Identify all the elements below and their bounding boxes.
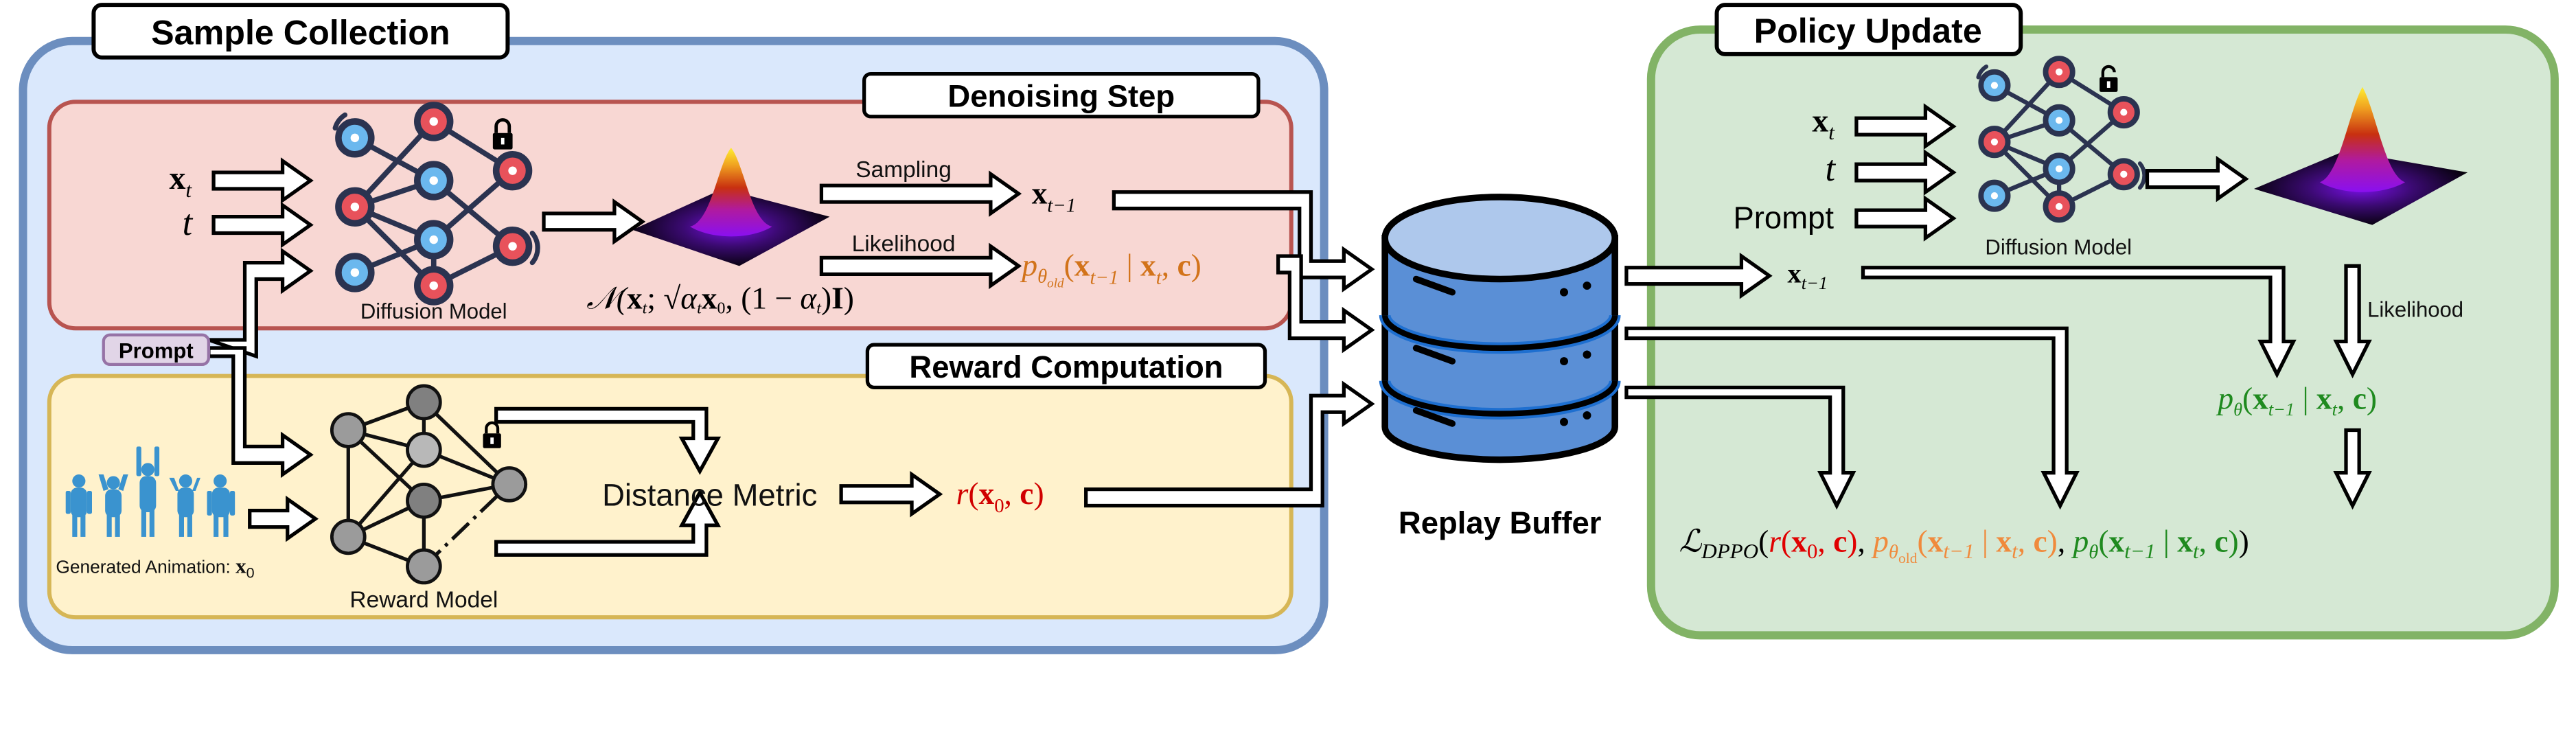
- policy-input-t: t: [1825, 149, 1836, 189]
- unlock-icon: [2100, 65, 2118, 92]
- arrow-buffer-reward-to-loss: [1624, 385, 1856, 510]
- arrow-model-to-gaussian: [542, 198, 646, 245]
- replay-buffer-label: Replay Buffer: [1399, 505, 1602, 540]
- generated-animation-label: Generated Animation: x0: [56, 554, 254, 582]
- network-node-center: [508, 166, 517, 175]
- reward-model-label: Reward Model: [349, 588, 498, 613]
- network-node-center: [1990, 138, 1999, 146]
- network-node-center: [2056, 117, 2063, 124]
- sample-collection-title-box: Sample Collection: [91, 3, 510, 60]
- replay-buffer-database-icon: [1379, 194, 1621, 463]
- network-node-center: [2056, 68, 2063, 76]
- sample-collection-panel: Sample Collection Denoising Step Reward …: [19, 3, 1329, 654]
- policy-update-title: Policy Update: [1754, 12, 1982, 50]
- arrow-sample-to-new-likelihood: [1861, 266, 2297, 379]
- generated-animation-figures: [65, 446, 235, 537]
- policy-diffusion-model-label: Diffusion Model: [1985, 235, 2132, 260]
- prompt-badge: Prompt: [102, 333, 211, 367]
- arrow-old-likelihood-to-buffer: [1276, 254, 1375, 354]
- diffusion-model-network-icon: [332, 102, 540, 306]
- network-node-center: [2120, 170, 2128, 178]
- sample-output-xt-1: xt−1: [1032, 176, 1076, 217]
- policy-input-xt: xt: [1812, 102, 1835, 144]
- network-node-center: [429, 117, 438, 126]
- diffusion-model-label: Diffusion Model: [360, 299, 507, 323]
- gaussian-formula: 𝒩(xt; √αtx0, (1 − αt)I): [586, 281, 854, 318]
- network-node-center: [2056, 165, 2063, 173]
- network-node-center: [429, 235, 438, 244]
- arrow-policy-prompt: [1854, 195, 1957, 242]
- likelihood-label: Likelihood: [852, 231, 956, 257]
- arrow-animation-to-reward-model: [248, 495, 319, 542]
- sampling-label: Sampling: [855, 157, 952, 183]
- lock-icon: [483, 421, 501, 448]
- arrow-sampling: [819, 170, 1022, 217]
- network-node-center: [1990, 192, 1999, 200]
- distance-metric-label: Distance Metric: [602, 478, 817, 513]
- prompt-badge-label: Prompt: [119, 338, 194, 363]
- reward-model-network-icon: [330, 384, 528, 585]
- network-node-center: [350, 133, 360, 143]
- arrow-policy-model-to-gaussian: [2145, 155, 2249, 203]
- dppo-loss-formula: ℒDPPO(r(x0, c), pθold(xt−1 | xt, c), pθ(…: [1679, 524, 2249, 566]
- reward-computation-title: Reward Computation: [909, 349, 1223, 384]
- arrow-policy-xt: [1854, 103, 1957, 150]
- arrow-new-likelihood-to-loss: [2333, 428, 2372, 510]
- input-xt-label: xt: [169, 160, 192, 202]
- network-node-center: [1990, 82, 1999, 89]
- network-node-center: [350, 203, 360, 211]
- arrow-gaussian-to-new-likelihood: [2333, 264, 2372, 379]
- input-t: t: [183, 201, 314, 249]
- network-node-center: [2056, 203, 2063, 210]
- arrow-prompt-to-diffusion: [208, 247, 314, 359]
- new-likelihood-output: pθ(xt−1 | xt, c): [2216, 381, 2377, 420]
- arrow-distance-to-reward: [839, 470, 943, 518]
- policy-update-title-box: Policy Update: [1714, 3, 2023, 56]
- old-likelihood-output: pθold(xt−1 | xt, c): [1020, 249, 1201, 291]
- input-t-label: t: [183, 203, 194, 243]
- denoising-step-title: Denoising Step: [947, 78, 1175, 113]
- motion-right-arc: [2137, 161, 2147, 190]
- sample-collection-title: Sample Collection: [151, 14, 450, 52]
- arrow-sample-to-buffer: [1112, 190, 1375, 292]
- arrow-likelihood: [819, 242, 1022, 290]
- network-node-center: [429, 176, 438, 185]
- arrow-prompt-to-reward: [207, 346, 314, 479]
- arrow-t-to-model: [211, 201, 314, 249]
- policy-input-prompt: Prompt: [1733, 200, 1834, 235]
- arrow-xt-to-model: [211, 157, 314, 204]
- diffusion-model-network-icon: [1976, 56, 2147, 223]
- policy-update-panel: Policy Update xt t Prompt Diffusion Mode…: [1624, 3, 2559, 640]
- reward-computation-title-box: Reward Computation: [865, 343, 1267, 389]
- arrow-buffer-sample-to-policy: [1624, 252, 1773, 299]
- policy-sample-xt-1: xt−1: [1787, 257, 1828, 293]
- input-xt: xt: [169, 157, 314, 204]
- reward-output: r(x0, c): [956, 476, 1044, 517]
- arrow-reward-to-buffer: [1084, 380, 1375, 508]
- gaussian-distribution-icon: [632, 148, 830, 266]
- arrow-policy-t: [1854, 149, 1957, 196]
- policy-likelihood-label: Likelihood: [2367, 298, 2463, 322]
- network-node-center: [508, 242, 517, 251]
- policy-gaussian-distribution-icon: [2254, 87, 2468, 225]
- denoising-step-title-box: Denoising Step: [862, 71, 1261, 119]
- arrow-buffer-old-likelihood-to-loss: [1624, 326, 2080, 510]
- arrow-reward-model-to-distance-bottom: [494, 488, 722, 557]
- network-node-center: [350, 268, 360, 277]
- lock-icon: [492, 118, 513, 150]
- network-node-center: [429, 281, 438, 290]
- motion-left-arc: [332, 112, 348, 131]
- motion-left-arc: [1976, 64, 1989, 80]
- network-node-center: [2120, 108, 2128, 116]
- arrow-reward-model-to-distance-top: [494, 406, 722, 475]
- motion-right-arc: [529, 230, 540, 266]
